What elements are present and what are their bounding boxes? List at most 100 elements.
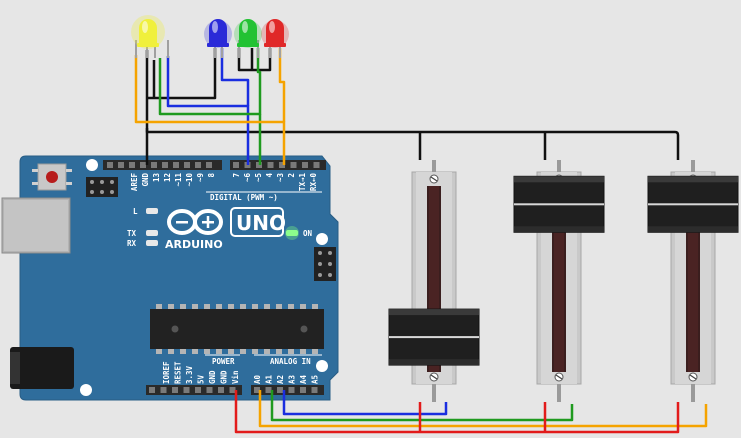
uno-badge: UNO xyxy=(230,207,286,237)
header-pin xyxy=(162,162,168,168)
pot-knob[interactable] xyxy=(513,175,605,233)
analog-pin-label: A1 xyxy=(265,374,274,384)
arduino-logo-icon xyxy=(167,209,223,235)
leds xyxy=(131,15,289,58)
wire-gnd-rail xyxy=(145,128,680,160)
analog-pin-label: A4 xyxy=(299,374,308,384)
header-pin xyxy=(140,162,146,168)
chip-pin xyxy=(276,304,282,310)
digital-header-right xyxy=(230,160,326,170)
analog-pin-label: A2 xyxy=(276,375,285,384)
digital-pin-label: ~6 xyxy=(243,173,252,183)
led-red[interactable] xyxy=(261,19,289,58)
wire-orange-led-leg xyxy=(278,48,286,122)
header-pin xyxy=(129,162,135,168)
header-pin xyxy=(267,162,274,168)
header-pin xyxy=(173,162,179,168)
onboard-led-l: L xyxy=(133,207,158,216)
slide-pot-3[interactable] xyxy=(647,160,739,402)
atmega-chip xyxy=(150,304,324,354)
header-pin xyxy=(184,162,190,168)
chip-pin xyxy=(204,304,210,310)
header-pin xyxy=(254,387,260,393)
chip-pin xyxy=(252,304,258,310)
board-name: ARDUINO xyxy=(165,238,223,251)
analog-header xyxy=(251,385,324,395)
wires xyxy=(134,48,708,434)
header-pin xyxy=(149,387,155,393)
pot-knob[interactable] xyxy=(388,308,480,366)
digital-pin-label: 12 xyxy=(163,173,172,182)
power-pin-label: Vin xyxy=(231,370,240,384)
chip-pin xyxy=(216,304,222,310)
header-pin xyxy=(151,162,157,168)
header-pin xyxy=(288,387,295,393)
header-pin xyxy=(302,162,308,168)
mounting-hole xyxy=(316,233,328,245)
power-header-label: POWER xyxy=(212,357,235,366)
analog-pin-label: A3 xyxy=(288,374,297,384)
chip-pin xyxy=(204,348,210,354)
header-pin xyxy=(233,162,239,168)
digital-pin-label: TX→1 xyxy=(298,173,307,192)
onboard-led-rx: RX xyxy=(127,239,158,248)
wire-gnd-leds xyxy=(147,48,217,100)
digital-pin-label: ~11 xyxy=(174,173,183,187)
reset-button-cap[interactable] xyxy=(46,171,58,183)
slide-pot-1[interactable] xyxy=(388,160,480,402)
wire-red-5v xyxy=(234,390,680,434)
icsp-header xyxy=(86,177,118,197)
header-pin xyxy=(311,387,318,393)
digital-pin-label: ~3 xyxy=(276,173,285,183)
power-header xyxy=(146,385,242,395)
chip-pin xyxy=(228,348,234,354)
digital-pin-label: ~9 xyxy=(196,173,205,183)
power-jack xyxy=(10,347,74,389)
header-pin xyxy=(277,387,283,393)
led-blue[interactable] xyxy=(204,19,232,58)
wire-gnd-bus-led xyxy=(237,48,272,72)
digital-header-label: DIGITAL (PWM ~) xyxy=(210,193,278,202)
power-pin-label: RESET xyxy=(174,361,183,384)
icsp-header-right xyxy=(314,247,336,281)
chip-pin xyxy=(168,304,174,310)
chip-pin xyxy=(264,348,270,354)
wire-blue-led-leg xyxy=(220,48,250,106)
chip-pin xyxy=(156,348,162,354)
chip-pin xyxy=(312,348,318,354)
header-pin xyxy=(218,387,224,393)
wire-orange-a0 xyxy=(258,390,708,428)
chip-pin xyxy=(288,304,294,310)
power-pin-label: 5V xyxy=(197,374,206,384)
wire-green-a1 xyxy=(270,390,574,422)
power-pin-label: 3.3V xyxy=(185,365,194,384)
header-pin xyxy=(279,162,285,168)
chip-pin xyxy=(240,304,246,310)
header-pin xyxy=(206,162,212,168)
slide-pot-2[interactable] xyxy=(513,160,605,402)
digital-pin-label: 4 xyxy=(265,173,274,178)
digital-pin-label: 2 xyxy=(287,173,296,178)
pot-knob[interactable] xyxy=(647,175,739,233)
svg-text:L: L xyxy=(133,207,138,216)
led-yellow[interactable] xyxy=(131,15,169,58)
mounting-hole xyxy=(80,384,92,396)
chip-pin xyxy=(216,348,222,354)
power-pin-label: IOREF xyxy=(162,361,171,384)
header-pin xyxy=(229,387,236,393)
wire-blue-led xyxy=(166,56,250,165)
mounting-hole xyxy=(316,360,328,372)
digital-pin-label: ~5 xyxy=(254,173,263,182)
digital-pin-label: 7 xyxy=(232,173,241,178)
slide-potentiometers xyxy=(388,160,739,402)
header-pin xyxy=(183,387,190,393)
chip-pin xyxy=(240,348,246,354)
chip-pin xyxy=(276,348,282,354)
digital-pin-label: ~10 xyxy=(185,173,194,187)
chip-pin xyxy=(156,304,162,310)
header-pin xyxy=(160,387,167,393)
led-green[interactable] xyxy=(234,19,262,58)
chip-pin xyxy=(300,348,306,354)
chip-pin xyxy=(300,304,306,310)
